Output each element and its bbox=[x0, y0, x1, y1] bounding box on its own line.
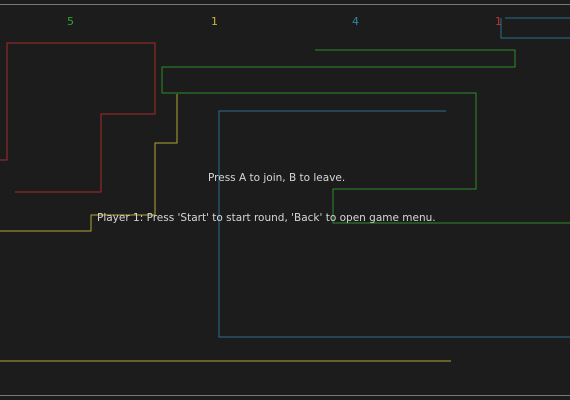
start-instructions: Player 1: Press 'Start' to start round, … bbox=[97, 212, 436, 224]
blue-player-trail-corner bbox=[500, 18, 570, 39]
red-player-trail bbox=[0, 42, 156, 193]
bottom-border bbox=[0, 395, 570, 396]
blue-player-trail bbox=[218, 110, 570, 338]
join-instructions: Press A to join, B to leave. bbox=[208, 172, 346, 184]
top-border bbox=[0, 4, 570, 5]
player-score-red: 1 bbox=[495, 15, 502, 28]
player-score-yellow: 1 bbox=[211, 15, 218, 28]
yellow-player-trail bbox=[0, 94, 178, 232]
player-score-green: 5 bbox=[67, 15, 74, 28]
green-player-trail bbox=[161, 49, 570, 224]
player-score-blue: 4 bbox=[352, 15, 359, 28]
